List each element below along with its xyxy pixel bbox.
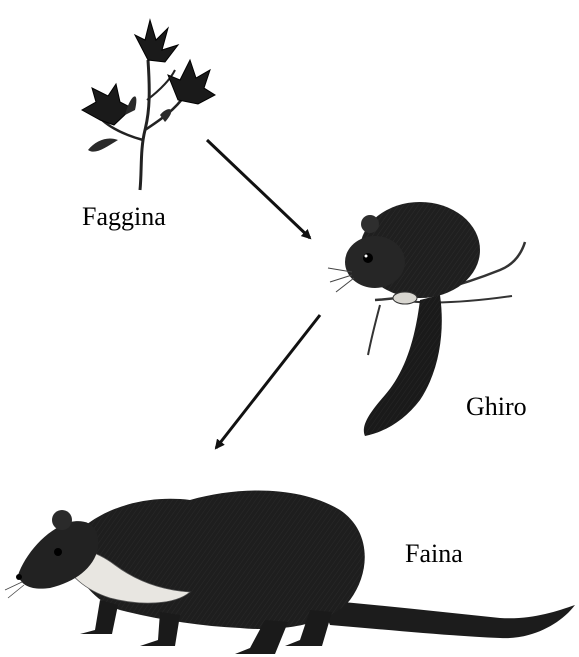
arrow-faggina-to-ghiro — [207, 140, 310, 238]
label-faina: Faina — [405, 541, 463, 567]
beechnut-branch-icon — [82, 20, 215, 190]
label-ghiro: Ghiro — [466, 394, 527, 420]
stone-marten-icon — [5, 491, 575, 654]
arrow-ghiro-to-faina — [216, 315, 320, 448]
label-faggina: Faggina — [82, 204, 166, 230]
